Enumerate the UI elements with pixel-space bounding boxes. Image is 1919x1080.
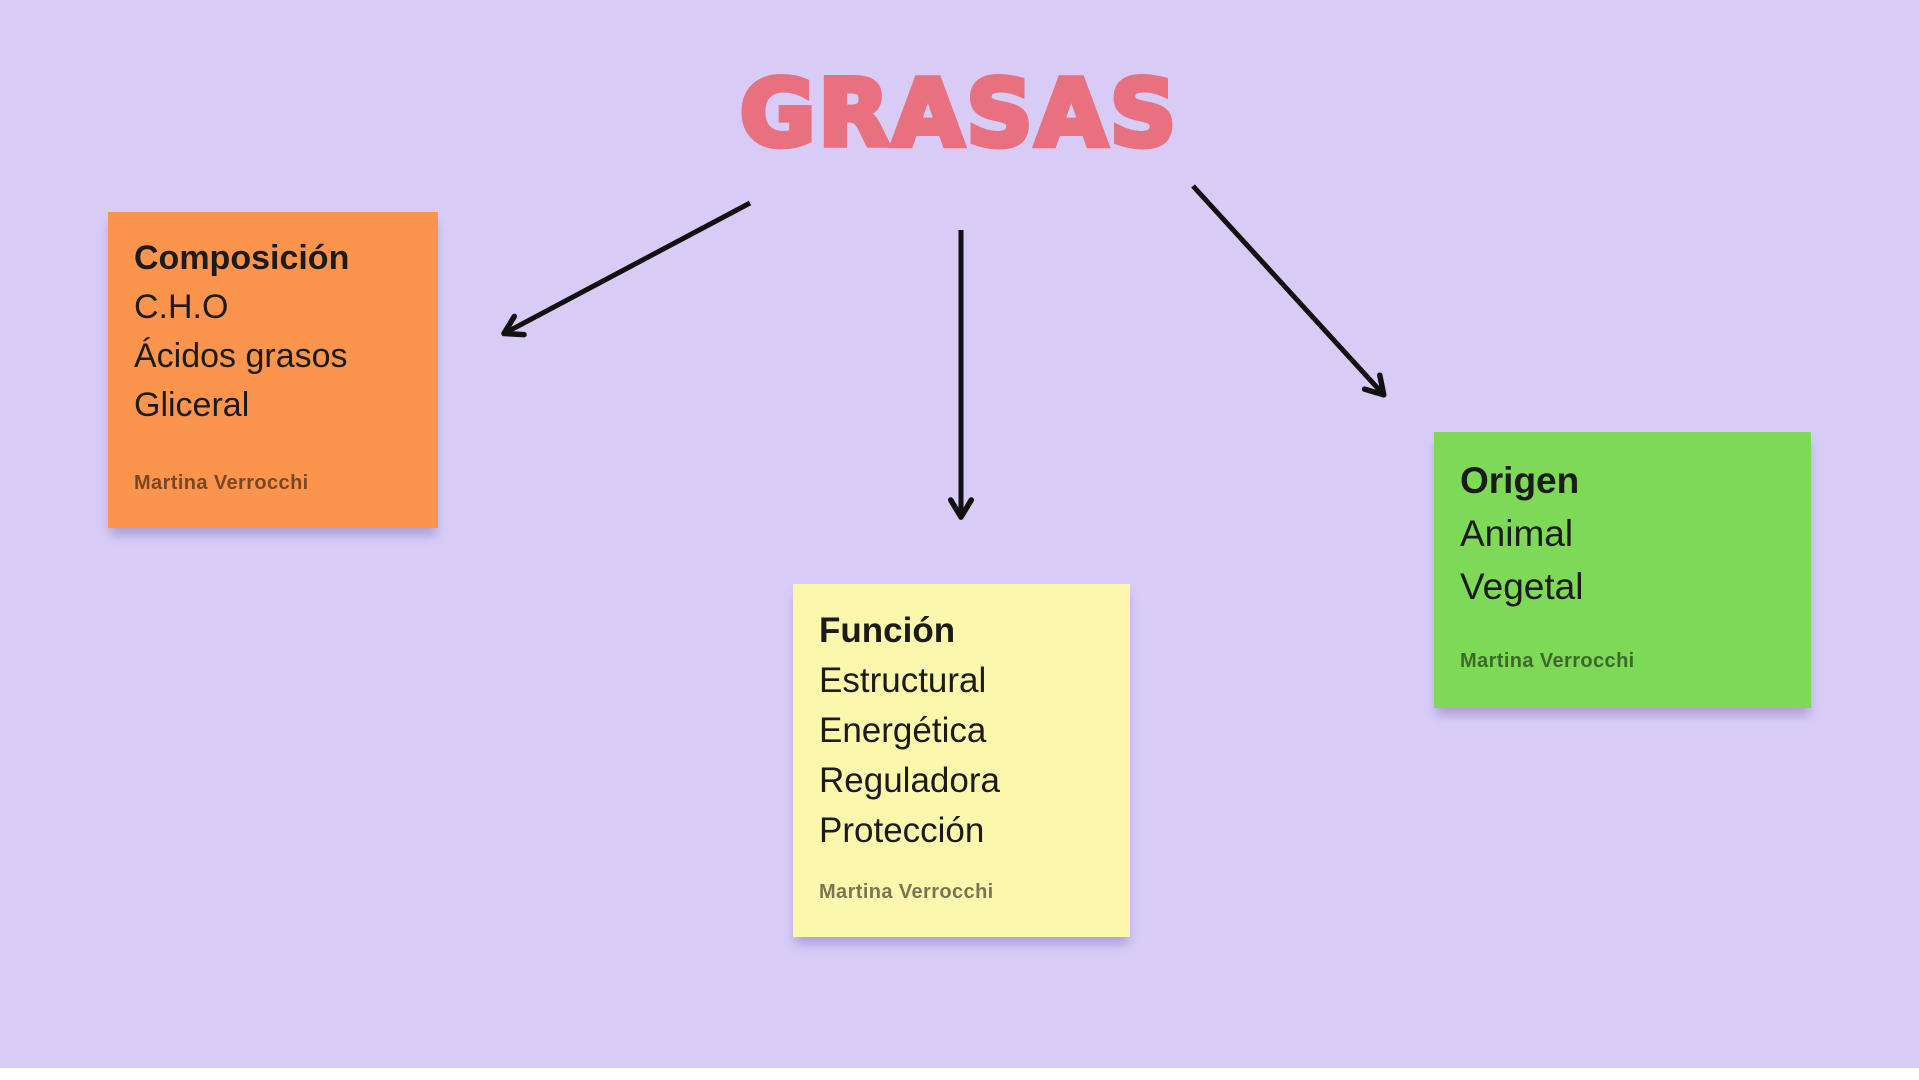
- note-line: Ácidos grasos: [134, 337, 348, 375]
- arrow-to-composicion: [501, 200, 752, 338]
- note-composicion: Composición C.H.O Ácidos grasos Gliceral…: [108, 212, 438, 528]
- note-line: Gliceral: [134, 386, 250, 424]
- note-heading: Función: [819, 611, 956, 650]
- note-attribution: Martina Verrocchi: [819, 881, 994, 903]
- note-heading: Composición: [134, 239, 350, 277]
- note-attribution: Martina Verrocchi: [1460, 650, 1635, 672]
- note-origen: Origen Animal Vegetal Martina Verrocchi: [1434, 432, 1811, 708]
- note-line: C.H.O: [134, 288, 229, 326]
- note-heading: Origen: [1460, 460, 1580, 501]
- note-line: Reguladora: [819, 761, 1000, 800]
- note-line: Vegetal: [1460, 566, 1584, 607]
- note-line: Estructural: [819, 661, 987, 700]
- note-line: Energética: [819, 711, 987, 750]
- bottom-white-strip: [0, 1068, 1919, 1074]
- note-line: Protección: [819, 811, 985, 850]
- arrow-to-origen: [1191, 184, 1387, 398]
- note-funcion: Función Estructural Energética Regulador…: [793, 584, 1130, 937]
- diagram-title: GRASAS: [737, 57, 1180, 170]
- note-attribution: Martina Verrocchi: [134, 472, 309, 494]
- note-line: Animal: [1460, 513, 1574, 554]
